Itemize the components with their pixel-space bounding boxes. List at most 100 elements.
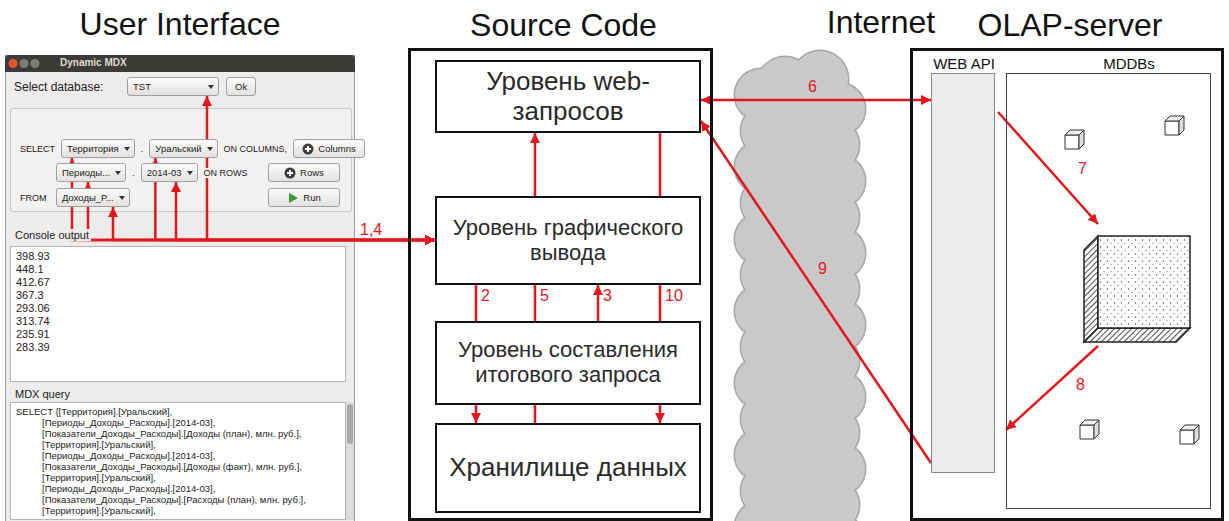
flow-arrow (597, 285, 600, 321)
output-value: 235.91 (16, 328, 340, 341)
label-text: TST (133, 81, 151, 92)
label-text: Columns (318, 143, 356, 154)
layer-box: Уровень составления итогового запроса (435, 321, 701, 405)
field-label: Select database: (12, 80, 105, 94)
mdx-line: [Показатели_Доходы_Расходы].[Доходы (пла… (16, 428, 340, 439)
label-text: Уральский (155, 143, 201, 154)
output-value: 367.3 (16, 289, 340, 302)
edge-number: 3 (603, 287, 612, 305)
mdx-line: SELECT {[Территория].[Уральский], (16, 406, 340, 417)
maximize-dot (31, 59, 40, 68)
output-value: 398.93 (16, 250, 340, 263)
label-text: Территория (67, 143, 119, 154)
button: Run (268, 188, 340, 207)
response-arrow (1006, 346, 1098, 430)
storage-box: Хранилище данных (435, 423, 701, 513)
separator-dot: . (139, 143, 146, 154)
label-text: Доходы_Р... (62, 192, 114, 203)
small-cube (1180, 425, 1199, 444)
label-text: Rows (300, 167, 324, 178)
close-dot (9, 59, 18, 68)
plus-icon (302, 143, 314, 155)
server-frame: OLAP-serverWEB APIMDDBs (910, 48, 1224, 521)
box-heading: WEB API (916, 55, 1012, 72)
output-value: 283.39 (16, 341, 340, 354)
mdx-line: [Периоды_Доходы_Расходы].[2014-03], (16, 417, 340, 428)
flow-arrow (701, 99, 931, 102)
app-window: User InterfaceDynamic MDXTSTOkТерритория… (5, 55, 355, 521)
scrollbar (346, 402, 354, 520)
column-heading: User Interface (5, 6, 355, 43)
layer-name: Уровень web-запросов (447, 67, 689, 125)
separator-dot: . (130, 167, 137, 178)
plus-icon (284, 167, 296, 179)
output-value: 412.67 (16, 276, 340, 289)
window-titlebar (5, 55, 355, 72)
label-text: Периоды... (62, 167, 110, 178)
layer-box: Уровень графического вывода (435, 196, 701, 285)
mdx-line: [Территория].[Уральский], (16, 505, 340, 516)
dropdown: TST (127, 77, 219, 96)
internet-cloud: Internet (735, 55, 865, 521)
keyword-label: ON ROWS (202, 168, 250, 178)
edge-number: 1,4 (360, 221, 382, 239)
api-box: WEB API (931, 73, 995, 473)
big-cube (1084, 236, 1190, 342)
layer-name: Уровень составления итогового запроса (447, 338, 689, 387)
layer-name: Хранилище данных (449, 453, 687, 482)
button: Rows (268, 163, 340, 182)
box-heading: MDDBs (1064, 55, 1194, 72)
callout-number: 7 (1078, 160, 1087, 178)
dropdown: 2014-03 (141, 163, 198, 182)
window-controls (5, 55, 55, 72)
edge-number: 5 (540, 287, 549, 305)
keyword-label: SELECT (18, 144, 57, 154)
mdx-line: [Периоды_Доходы_Расходы].[2014-03], (16, 483, 340, 494)
minimize-dot (20, 59, 29, 68)
column-heading: OLAP-server (913, 7, 1227, 44)
layer-box: Уровень web-запросов (435, 60, 701, 133)
output-value: 313.74 (16, 315, 340, 328)
small-cube (1080, 420, 1099, 439)
column-heading: Internet (806, 4, 956, 41)
label-text: Run (303, 192, 320, 203)
edge-number: 6 (808, 78, 817, 96)
mdx-line: [Территория].[Уральский], (16, 472, 340, 483)
callout-number: 8 (1076, 376, 1085, 394)
output-value: 293.06 (16, 302, 340, 315)
column-heading: Source Code (411, 7, 716, 44)
layer-name: Уровень графического вывода (447, 216, 689, 265)
source-code-frame: Source CodeУровень web-запросовУровень г… (408, 48, 713, 521)
small-cube (1065, 130, 1084, 149)
dropdown: Территория (61, 139, 135, 158)
edge-number: 10 (665, 287, 683, 305)
edge-number: 9 (818, 260, 827, 278)
flow-arrow (88, 182, 435, 240)
edge-number: 2 (481, 287, 490, 305)
mdx-line: [Показатели_Доходы_Расходы].[Доходы (фак… (16, 461, 340, 472)
mdx-line: [Периоды_Доходы_Расходы].[2014-03], (16, 450, 340, 461)
query-area: MDX querySELECT {[Территория].[Уральский… (10, 402, 346, 520)
mdx-line: [Территория].[Уральский], (16, 439, 340, 450)
label-text: Ok (235, 81, 247, 92)
flow-arrow (176, 182, 435, 240)
request-arrow (998, 112, 1098, 224)
play-icon (287, 192, 299, 204)
button: Columns (293, 139, 365, 158)
output-value: 448.1 (16, 263, 340, 276)
console-area: Console output398.93448.1412.67367.3293.… (10, 246, 346, 382)
scrollbar-thumb (347, 404, 353, 444)
button: Ok (226, 77, 256, 96)
dropdown: Периоды... (56, 163, 126, 182)
database-box: MDDBs (1006, 73, 1211, 509)
panel-label: Console output (13, 229, 91, 241)
small-cube (1165, 116, 1184, 135)
keyword-label: ON COLUMNS, (222, 144, 290, 154)
mdx-line: [Показатели_Доходы_Расходы].[Расходы (пл… (16, 494, 340, 505)
panel-label: MDX query (13, 388, 72, 400)
dropdown: Уральский (149, 139, 217, 158)
label-text: 2014-03 (147, 167, 182, 178)
dropdown: Доходы_Р... (56, 188, 130, 207)
cloud-shape (735, 55, 865, 521)
flow-arrow (113, 207, 435, 240)
